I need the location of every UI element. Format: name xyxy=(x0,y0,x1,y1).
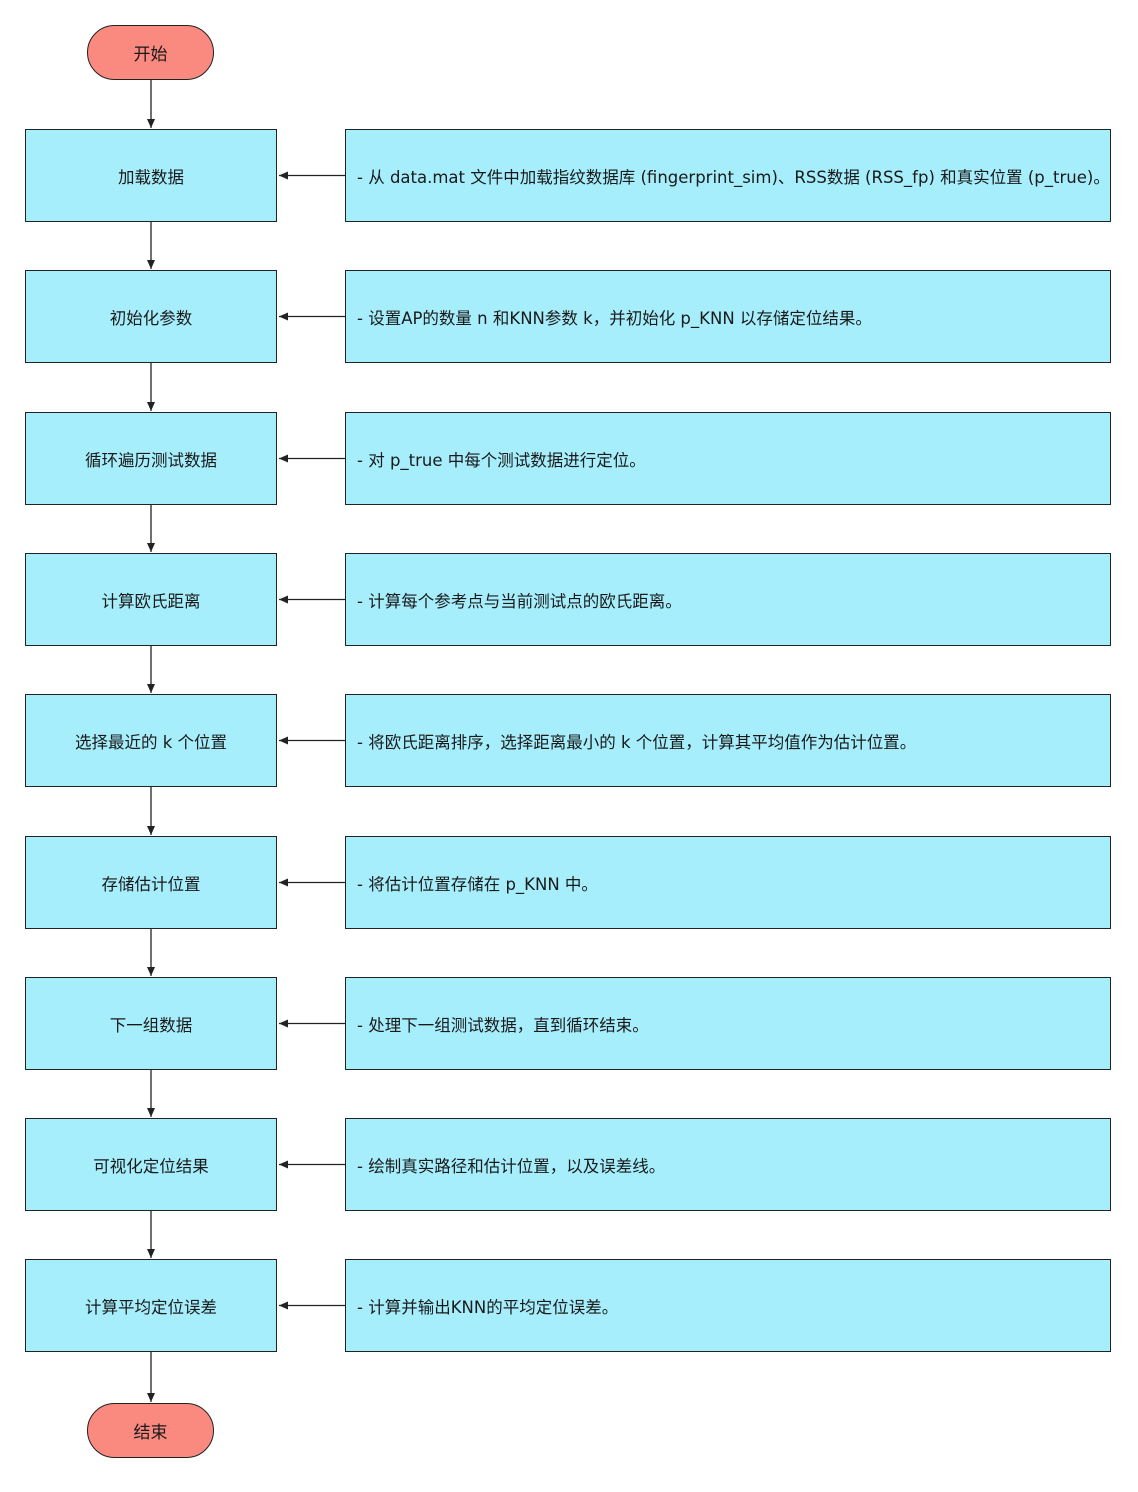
step-note-7: - 处理下一组测试数据，直到循环结束。 xyxy=(345,977,1111,1070)
step-note-2: - 设置AP的数量 n 和KNN参数 k，并初始化 p_KNN 以存储定位结果。 xyxy=(345,270,1111,363)
process-step-label: 加载数据 xyxy=(118,167,184,187)
process-step-9: 计算平均定位误差 xyxy=(25,1259,277,1352)
process-step-6: 存储估计位置 xyxy=(25,836,277,929)
step-note-9: - 计算并输出KNN的平均定位误差。 xyxy=(345,1259,1111,1352)
process-step-3: 循环遍历测试数据 xyxy=(25,412,277,505)
step-note-text: - 从 data.mat 文件中加载指纹数据库 (fingerprint_sim… xyxy=(357,167,1110,187)
process-step-label: 计算欧氏距离 xyxy=(101,591,201,611)
process-step-label: 计算平均定位误差 xyxy=(85,1297,217,1317)
process-step-label: 选择最近的 k 个位置 xyxy=(74,732,228,752)
step-note-text: - 计算并输出KNN的平均定位误差。 xyxy=(357,1297,619,1317)
process-step-label: 循环遍历测试数据 xyxy=(85,450,217,470)
process-step-2: 初始化参数 xyxy=(25,270,277,363)
process-step-8: 可视化定位结果 xyxy=(25,1118,277,1211)
step-note-3: - 对 p_true 中每个测试数据进行定位。 xyxy=(345,412,1111,505)
process-step-1: 加载数据 xyxy=(25,129,277,222)
process-step-label: 存储估计位置 xyxy=(101,874,201,894)
end-label: 结束 xyxy=(133,1423,168,1443)
process-step-label: 可视化定位结果 xyxy=(93,1156,209,1176)
process-step-label: 下一组数据 xyxy=(109,1015,193,1035)
step-note-text: - 设置AP的数量 n 和KNN参数 k，并初始化 p_KNN 以存储定位结果。 xyxy=(357,308,872,328)
step-note-6: - 将估计位置存储在 p_KNN 中。 xyxy=(345,836,1111,929)
process-step-4: 计算欧氏距离 xyxy=(25,553,277,646)
step-note-1: - 从 data.mat 文件中加载指纹数据库 (fingerprint_sim… xyxy=(345,129,1111,222)
step-note-text: - 处理下一组测试数据，直到循环结束。 xyxy=(357,1015,649,1035)
step-note-text: - 对 p_true 中每个测试数据进行定位。 xyxy=(357,450,646,470)
step-note-text: - 将估计位置存储在 p_KNN 中。 xyxy=(357,874,598,894)
end-node: 结束 xyxy=(87,1403,214,1458)
start-node: 开始 xyxy=(87,25,214,80)
step-note-5: - 将欧氏距离排序，选择距离最小的 k 个位置，计算其平均值作为估计位置。 xyxy=(345,694,1111,787)
step-note-8: - 绘制真实路径和估计位置，以及误差线。 xyxy=(345,1118,1111,1211)
step-note-text: - 将欧氏距离排序，选择距离最小的 k 个位置，计算其平均值作为估计位置。 xyxy=(357,732,917,752)
process-step-7: 下一组数据 xyxy=(25,977,277,1070)
step-note-text: - 绘制真实路径和估计位置，以及误差线。 xyxy=(357,1156,666,1176)
step-note-text: - 计算每个参考点与当前测试点的欧氏距离。 xyxy=(357,591,682,611)
process-step-5: 选择最近的 k 个位置 xyxy=(25,694,277,787)
start-label: 开始 xyxy=(133,45,168,65)
step-note-4: - 计算每个参考点与当前测试点的欧氏距离。 xyxy=(345,553,1111,646)
process-step-label: 初始化参数 xyxy=(109,308,193,328)
